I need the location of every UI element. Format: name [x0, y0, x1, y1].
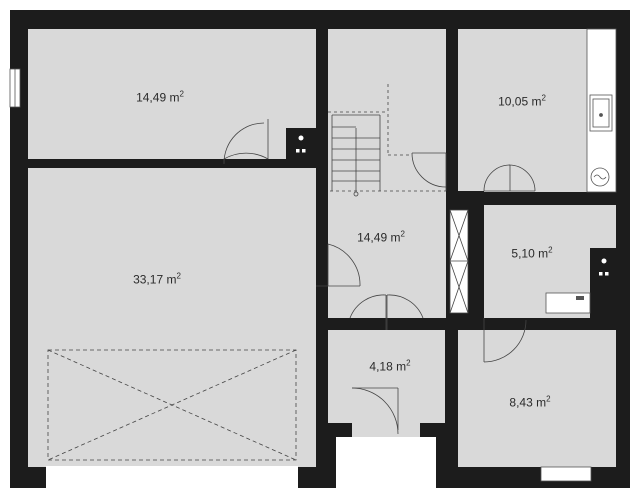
room-area-label: 4,18 m2: [369, 359, 410, 374]
vertical-shaft: [446, 205, 472, 318]
room-area-value: 8,43: [509, 395, 533, 410]
room-c-floor: [28, 168, 316, 467]
room-area-value: 14,49: [136, 90, 167, 105]
area-unit-exponent: 2: [548, 245, 553, 255]
interior-walls: [28, 29, 616, 468]
chimney-sockets: [296, 135, 306, 153]
room-area-value: 10,05: [498, 94, 529, 109]
room-area-label: 33,17 m2: [133, 272, 181, 287]
room-area-value: 33,17: [133, 272, 164, 287]
area-unit: m: [531, 94, 542, 109]
kitchen-counter: [586, 28, 617, 193]
staircase: [328, 84, 446, 197]
room-f-floor: [328, 330, 445, 423]
area-unit: m: [396, 359, 407, 374]
area-unit-exponent: 2: [400, 229, 405, 239]
area-unit-exponent: 2: [541, 93, 546, 103]
entrance-porch: [336, 437, 436, 495]
area-unit-exponent: 2: [406, 358, 411, 368]
room-area-value: 4,18: [369, 359, 393, 374]
area-unit: m: [536, 395, 547, 410]
room-area-label: 14,49 m2: [357, 230, 405, 245]
stair-hall-floor: [328, 29, 446, 191]
area-unit-exponent: 2: [176, 271, 181, 281]
porch-step: [540, 466, 592, 482]
area-unit-exponent: 2: [546, 394, 551, 404]
area-unit-exponent: 2: [179, 89, 184, 99]
area-unit: m: [538, 246, 549, 261]
room-area-value: 14,49: [357, 230, 388, 245]
room-area-value: 5,10: [511, 246, 535, 261]
area-unit: m: [390, 230, 401, 245]
room-area-label: 14,49 m2: [136, 90, 184, 105]
washing-machine: [545, 292, 591, 314]
room-area-label: 5,10 m2: [511, 246, 552, 261]
area-unit: m: [166, 272, 177, 287]
boiler-sockets: [599, 258, 609, 276]
room-area-label: 8,43 m2: [509, 395, 550, 410]
room-area-label: 10,05 m2: [498, 94, 546, 109]
area-unit: m: [169, 90, 180, 105]
garage-door-opening: [46, 466, 298, 488]
entry-passage-floor: [352, 423, 420, 437]
garage-door-outline: [47, 349, 297, 461]
door-swings: [223, 119, 536, 435]
